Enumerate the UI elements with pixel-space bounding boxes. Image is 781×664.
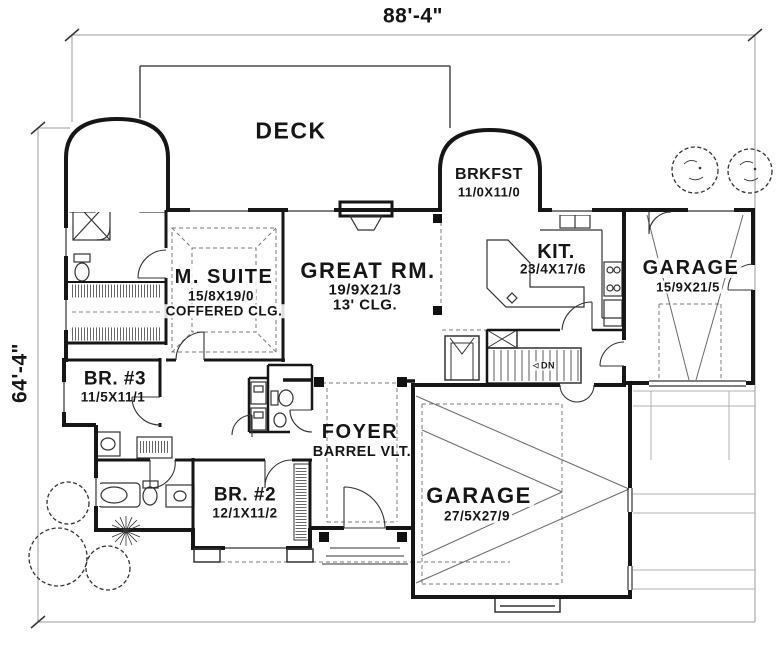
stairs [486, 329, 582, 384]
sink-icon [100, 437, 116, 451]
sink-icon [173, 490, 187, 502]
toilet-icon [73, 253, 91, 263]
yucca-plant-icon [111, 516, 141, 546]
sink-icon [273, 412, 287, 428]
garage-stoop [494, 599, 561, 613]
pantry [444, 335, 480, 381]
dryer-icon [250, 407, 267, 431]
door-icon [137, 249, 167, 279]
dim-width-label: 88'-4" [383, 4, 443, 28]
br2-closet [293, 463, 310, 541]
tree-icon [671, 146, 719, 194]
kitchen-fixtures [486, 214, 623, 327]
door-icon [289, 409, 313, 433]
deck-outline [139, 65, 451, 128]
powder-laundry-fixtures [250, 381, 294, 431]
coffered-ceiling [171, 227, 277, 353]
room-label-deck: DECK [255, 117, 327, 144]
door-icon [561, 301, 593, 331]
door-icon [231, 414, 253, 437]
washer-icon [250, 381, 267, 405]
room-note-msuite: COFFERED CLG. [163, 303, 285, 319]
room-label-msuite: M. SUITE [172, 266, 276, 288]
posts [314, 214, 442, 542]
garage-door-icon [627, 488, 633, 590]
porch-column-icon [319, 532, 329, 542]
shrub-icon [85, 545, 131, 591]
dim-height-label: 64'-4" [8, 343, 32, 403]
garage-door-icon [649, 380, 746, 387]
front-door-icon [343, 486, 386, 529]
barrel-vault [322, 382, 400, 523]
tree-icon [727, 148, 773, 194]
stove-icon [603, 261, 623, 297]
windows [60, 207, 734, 552]
room-label-greatrm: GREAT RM. [300, 258, 436, 283]
stairs-dn-label: ◁ DN [533, 360, 555, 371]
room-size-br2: 12/1X11/2 [212, 505, 278, 521]
driveway-lines [633, 390, 755, 590]
parking-stall-right-garage [658, 303, 722, 381]
door-icon [175, 331, 205, 361]
pilaster [286, 548, 314, 563]
master-closet [72, 284, 162, 341]
door-icon [264, 459, 293, 489]
toilet-icon [270, 390, 279, 406]
shrub-icon [46, 481, 90, 525]
door-icon [149, 459, 176, 489]
counter [540, 229, 622, 319]
dimension-ticks [30, 28, 763, 629]
room-label-foyer: FOYER [321, 421, 399, 443]
hall-bath-fixtures [95, 431, 195, 508]
room-size-garage-right: 15/9X21/5 [654, 279, 722, 295]
door-icon [648, 211, 672, 235]
stairs-dn-text: DN [540, 360, 555, 371]
door-icon [131, 396, 161, 426]
pilaster [193, 548, 221, 563]
tub-icon [97, 482, 141, 508]
kitchen-island [486, 239, 585, 308]
room-size-greatrm: 19/9X21/3 [328, 281, 402, 299]
porch-steps [193, 547, 561, 613]
stairs-direction-icon: ◁ [533, 362, 539, 370]
room-size-garage-main: 27/5X27/9 [441, 508, 513, 524]
powder-laundry-walls [247, 363, 314, 434]
double-door-icon [559, 384, 595, 403]
porch-column-icon [397, 532, 407, 542]
room-note-foyer: BARREL VLT. [312, 443, 412, 460]
room-label-br2: BR. #2 [213, 484, 277, 506]
room-size-kit: 23/4X17/6 [519, 261, 587, 277]
room-label-garage-main: GARAGE [424, 483, 534, 508]
room-label-brkfst: BRKFST [453, 166, 525, 183]
room-size-msuite: 15/8X19/0 [185, 288, 257, 304]
room-size-brkfst: 11/0X11/0 [455, 184, 523, 200]
room-note-greatrm: 13' CLG. [332, 296, 398, 314]
interior-walls [64, 210, 624, 550]
parking-stall-big-garage [421, 403, 563, 585]
car-template-lines [415, 214, 744, 584]
shrub-icon [28, 527, 88, 587]
garage-doors [627, 380, 746, 590]
room-size-br3: 11/5X11/1 [80, 389, 146, 405]
room-label-kit: KIT. [537, 241, 575, 263]
room-label-br3: BR. #3 [83, 368, 147, 390]
master-bay-wall [64, 116, 170, 212]
door-icon [599, 341, 625, 367]
linen-closet [136, 436, 173, 459]
fireplace-icon [338, 200, 394, 231]
landscaping [28, 146, 773, 591]
room-label-garage-right: GARAGE [640, 257, 742, 279]
fridge-icon [603, 299, 623, 327]
